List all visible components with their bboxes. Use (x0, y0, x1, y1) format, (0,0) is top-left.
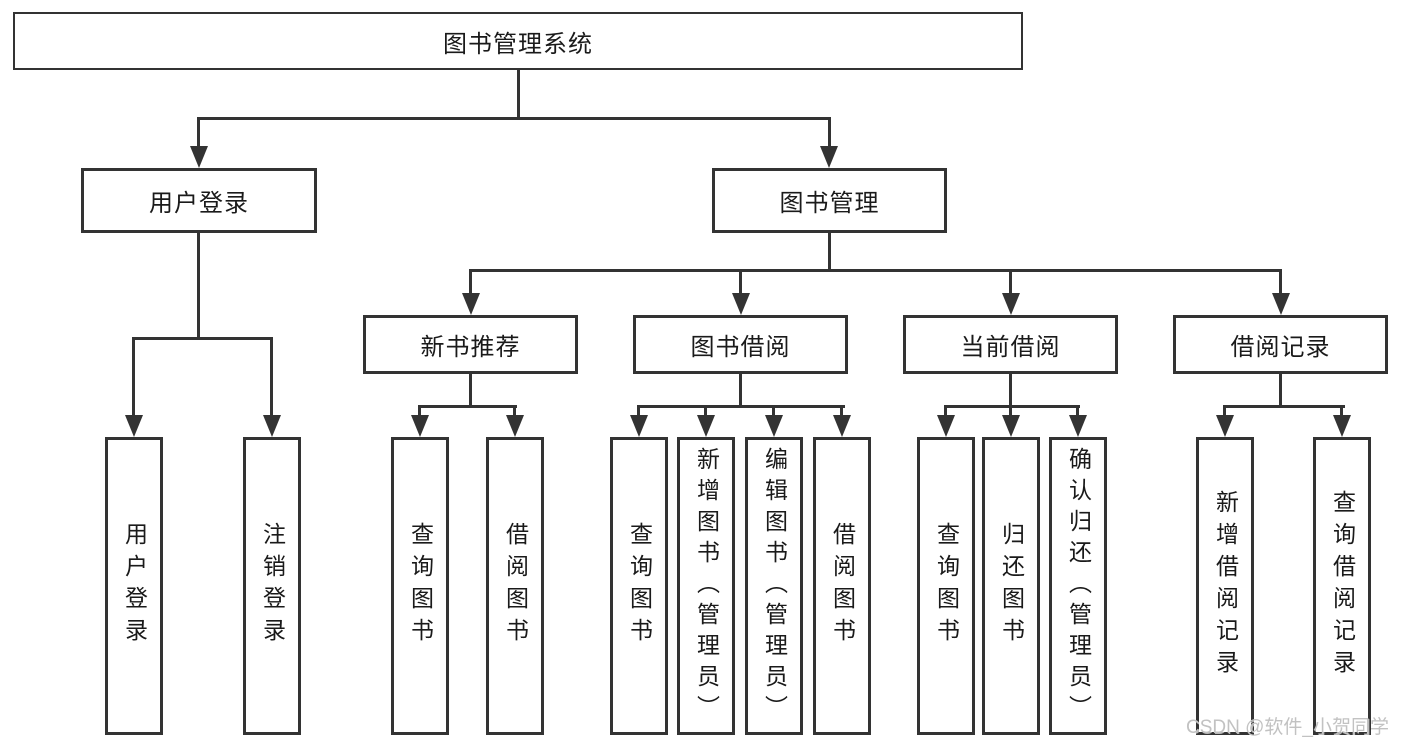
connector-drop (944, 405, 947, 418)
down-arrow-icon (462, 293, 480, 315)
connector-borrow-bar (637, 405, 845, 408)
leaf-record-query: 查询借阅记录 (1313, 437, 1371, 735)
leaf-borrow-add-admin-label: 新增图书（管理员） (693, 446, 720, 726)
csdn-watermark: CSDN @软件_小贺同学 (1186, 717, 1389, 738)
down-arrow-icon (411, 415, 429, 437)
leaf-current-return-label: 归还图书 (998, 522, 1025, 650)
down-arrow-icon (190, 146, 208, 168)
leaf-borrow-add-admin: 新增图书（管理员） (677, 437, 735, 735)
connector-drop (840, 405, 843, 418)
connector-drop (513, 405, 516, 418)
connector-drop (1223, 405, 1226, 418)
leaf-borrow-query-label: 查询图书 (626, 522, 653, 650)
node-book-borrow-label: 图书借阅 (690, 334, 791, 361)
connector-drop (1009, 405, 1012, 418)
leaf-logout-label: 注销登录 (259, 522, 286, 650)
down-arrow-icon (263, 415, 281, 437)
connector-drop-leaf-login (132, 337, 135, 417)
leaf-current-query-label: 查询图书 (933, 522, 960, 650)
leaf-borrow-query: 查询图书 (610, 437, 668, 735)
down-arrow-icon (1002, 293, 1020, 315)
down-arrow-icon (630, 415, 648, 437)
leaf-user-login-label: 用户登录 (121, 522, 148, 650)
leaf-newbook-borrow: 借阅图书 (486, 437, 544, 735)
node-root-label: 图书管理系统 (443, 30, 593, 58)
down-arrow-icon (1216, 415, 1234, 437)
leaf-record-add-label: 新增借阅记录 (1212, 490, 1239, 682)
connector-root-stem (517, 70, 520, 120)
leaf-borrow-borrow: 借阅图书 (813, 437, 871, 735)
connector-login-stem (197, 233, 200, 339)
down-arrow-icon (765, 415, 783, 437)
leaf-current-query: 查询图书 (917, 437, 975, 735)
connector-records-bar (1223, 405, 1345, 408)
node-user-login-label: 用户登录 (149, 190, 249, 217)
connector-drop-current-borrow (1009, 269, 1012, 295)
down-arrow-icon (732, 293, 750, 315)
connector-drop-book-management (828, 117, 831, 149)
connector-mgmt-bar (469, 269, 1282, 272)
leaf-borrow-edit-admin-label: 编辑图书（管理员） (761, 446, 788, 726)
connector-drop-new-book (469, 269, 472, 295)
node-new-book-recommend: 新书推荐 (363, 315, 578, 374)
leaf-user-login: 用户登录 (105, 437, 163, 735)
node-current-borrow-label: 当前借阅 (960, 334, 1061, 361)
down-arrow-icon (1069, 415, 1087, 437)
connector-drop (418, 405, 421, 418)
leaf-newbook-query: 查询图书 (391, 437, 449, 735)
down-arrow-icon (1272, 293, 1290, 315)
node-book-management: 图书管理 (712, 168, 947, 233)
connector-current-stem (1009, 374, 1012, 408)
down-arrow-icon (833, 415, 851, 437)
leaf-record-add: 新增借阅记录 (1196, 437, 1254, 735)
node-root: 图书管理系统 (13, 12, 1023, 70)
node-borrow-records: 借阅记录 (1173, 315, 1388, 374)
leaf-current-return: 归还图书 (982, 437, 1040, 735)
connector-login-bar (132, 337, 273, 340)
connector-drop (704, 405, 707, 418)
connector-drop (1340, 405, 1343, 418)
connector-drop-book-borrow (739, 269, 742, 295)
connector-newbook-bar (419, 405, 517, 408)
connector-drop (1076, 405, 1079, 418)
node-new-book-recommend-label: 新书推荐 (420, 334, 521, 361)
down-arrow-icon (1002, 415, 1020, 437)
down-arrow-icon (697, 415, 715, 437)
node-borrow-records-label: 借阅记录 (1230, 334, 1331, 361)
node-current-borrow: 当前借阅 (903, 315, 1118, 374)
node-book-borrow: 图书借阅 (633, 315, 848, 374)
connector-borrow-stem (739, 374, 742, 408)
connector-drop-user-login (197, 117, 200, 149)
leaf-newbook-borrow-label: 借阅图书 (502, 522, 529, 650)
leaf-current-confirm-admin: 确认归还（管理员） (1049, 437, 1107, 735)
node-book-management-label: 图书管理 (779, 190, 880, 217)
connector-root-bar (197, 117, 831, 120)
down-arrow-icon (820, 146, 838, 168)
connector-newbook-stem (469, 374, 472, 408)
down-arrow-icon (937, 415, 955, 437)
connector-drop-borrow-records (1279, 269, 1282, 295)
leaf-borrow-edit-admin: 编辑图书（管理员） (745, 437, 803, 735)
leaf-record-query-label: 查询借阅记录 (1329, 490, 1356, 682)
connector-drop (637, 405, 640, 418)
connector-current-bar (944, 405, 1080, 408)
connector-drop (772, 405, 775, 418)
connector-mgmt-stem (828, 233, 831, 272)
down-arrow-icon (1333, 415, 1351, 437)
connector-records-stem (1279, 374, 1282, 408)
leaf-borrow-borrow-label: 借阅图书 (829, 522, 856, 650)
leaf-current-confirm-admin-label: 确认归还（管理员） (1065, 446, 1092, 726)
down-arrow-icon (125, 415, 143, 437)
leaf-newbook-query-label: 查询图书 (407, 522, 434, 650)
node-user-login: 用户登录 (81, 168, 317, 233)
connector-drop-leaf-logout (270, 337, 273, 417)
leaf-logout: 注销登录 (243, 437, 301, 735)
down-arrow-icon (506, 415, 524, 437)
